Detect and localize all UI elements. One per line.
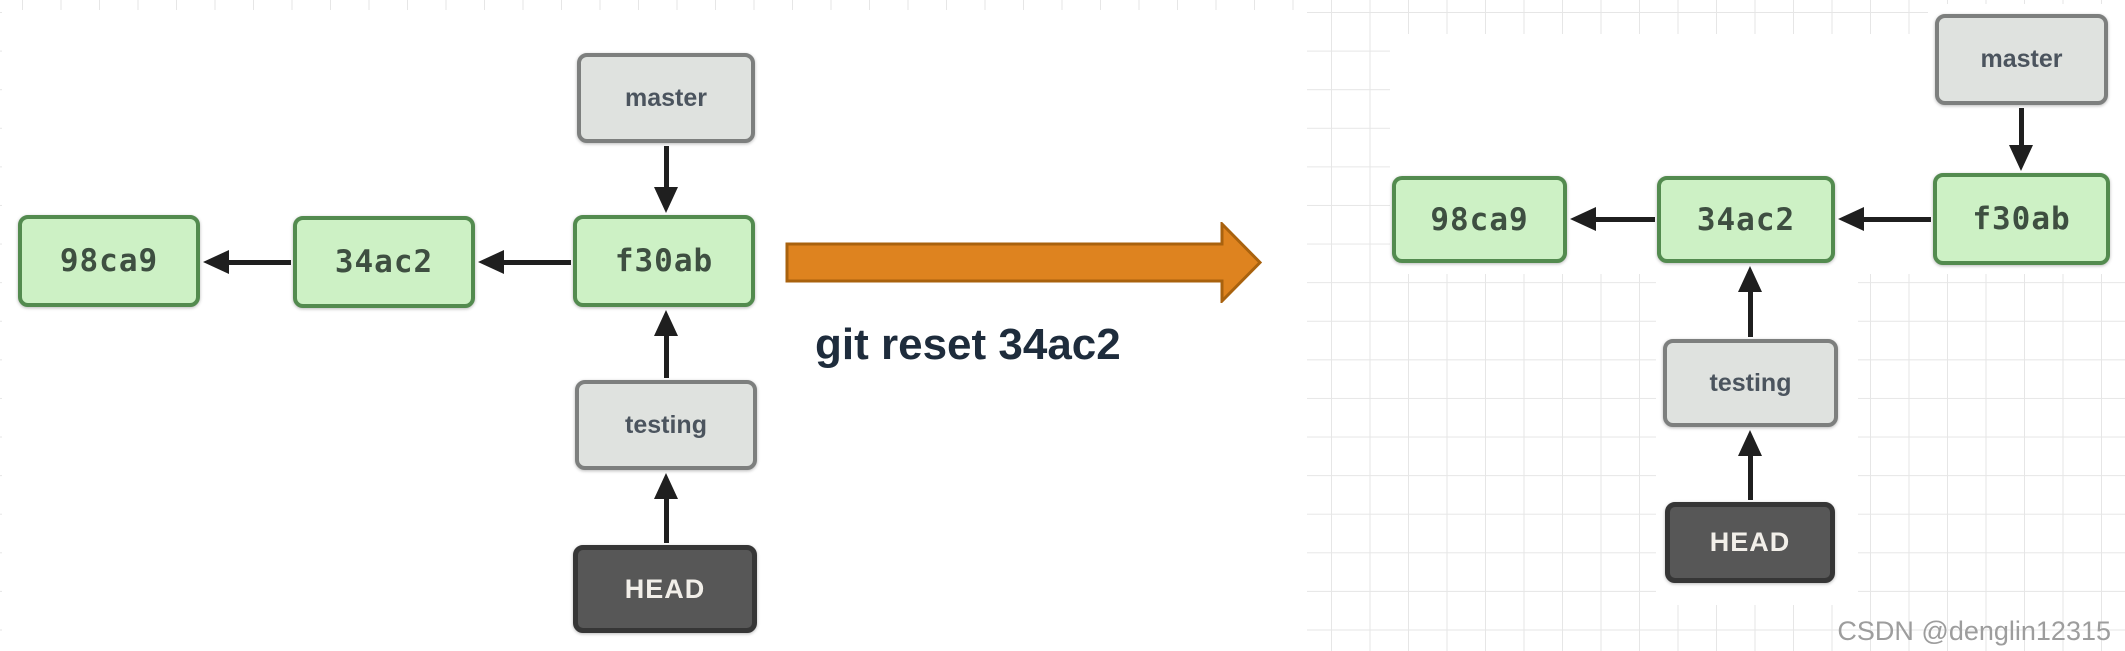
right-testing-label: testing	[1709, 368, 1792, 397]
left-commit-34ac2: 34ac2	[293, 216, 475, 308]
left-arrow-f30ab-to-34ac2-icon	[478, 250, 571, 274]
right-commit-98ca9-label: 98ca9	[1430, 201, 1529, 238]
left-commit-98ca9-label: 98ca9	[59, 243, 159, 279]
right-commit-34ac2-label: 34ac2	[1696, 201, 1796, 238]
right-master-branch-box: master	[1935, 14, 2108, 105]
left-arrow-34ac2-to-98ca9-icon	[203, 250, 291, 274]
left-master-label: master	[625, 83, 707, 112]
right-head-label: HEAD	[1709, 527, 1791, 557]
watermark: CSDN @denglin12315	[1837, 616, 2111, 646]
left-commit-f30ab: f30ab	[573, 215, 755, 307]
right-master-label: master	[1980, 45, 2063, 73]
right-commit-98ca9: 98ca9	[1392, 176, 1567, 263]
right-arrow-34ac2-to-98ca9-icon	[1570, 207, 1655, 231]
right-commit-f30ab-label: f30ab	[1972, 201, 2071, 237]
left-master-branch-box: master	[577, 53, 755, 143]
right-commit-f30ab: f30ab	[1933, 173, 2110, 265]
left-arrow-master-to-f30ab-icon	[654, 146, 678, 213]
left-head-box: HEAD	[573, 545, 757, 633]
right-arrow-f30ab-to-34ac2-icon	[1838, 207, 1931, 231]
left-head-label: HEAD	[624, 573, 706, 604]
left-testing-branch-box: testing	[575, 380, 757, 470]
right-arrow-master-to-f30ab-icon	[2009, 108, 2033, 171]
left-commit-98ca9: 98ca9	[18, 215, 200, 307]
left-commit-34ac2-label: 34ac2	[334, 244, 434, 280]
command-text: git reset 34ac2	[815, 320, 1121, 369]
right-testing-branch-box: testing	[1663, 339, 1838, 427]
right-head-box: HEAD	[1665, 502, 1835, 583]
left-testing-label: testing	[625, 410, 707, 439]
left-arrow-head-to-testing-icon	[654, 473, 678, 543]
right-commit-34ac2: 34ac2	[1657, 176, 1835, 263]
right-arrow-testing-to-34ac2-icon	[1738, 266, 1762, 337]
right-arrow-head-to-testing-icon	[1738, 430, 1762, 500]
left-arrow-testing-to-f30ab-icon	[654, 310, 678, 378]
transition-arrow-icon	[785, 222, 1263, 303]
left-commit-f30ab-label: f30ab	[614, 243, 714, 279]
